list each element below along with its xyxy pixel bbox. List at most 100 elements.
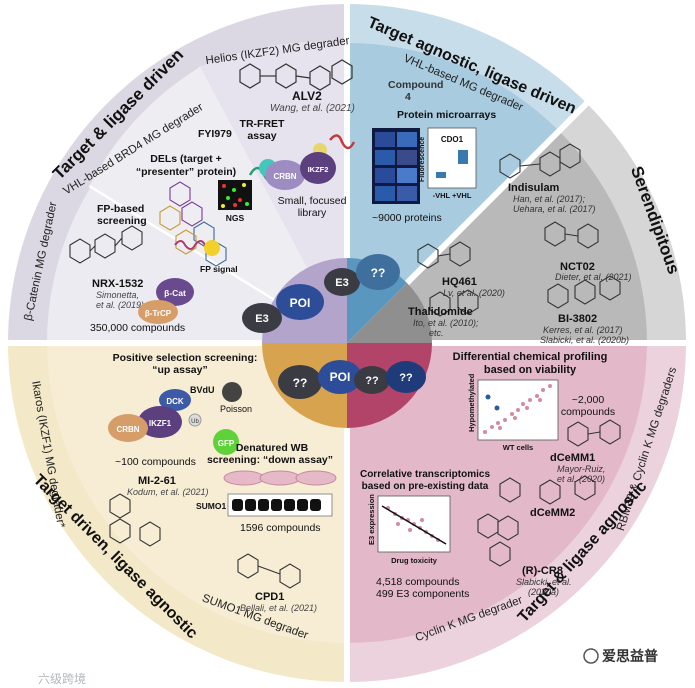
ub-label: Ub: [191, 419, 199, 425]
thalidomide-name: Thalidomide: [408, 306, 473, 318]
fp-signal-label: FP signal: [200, 264, 238, 274]
transcriptomics-line1: Correlative transcriptomics: [360, 469, 490, 480]
crbn-shape-ikaros: [108, 414, 148, 442]
dcemm1-structure: [567, 419, 621, 447]
fp-assay-line1: FP-based: [97, 203, 144, 215]
del-library-structures: [159, 181, 227, 267]
cpd1-cite: Bellali, et al. (2021): [240, 603, 317, 613]
helios-library-line1: Small, focused: [278, 195, 347, 207]
profiling-line1: Differential chemical profiling: [453, 351, 608, 363]
hub-poi-left: [276, 284, 324, 320]
btrcp-label: β-TrCP: [145, 309, 172, 318]
hub-unknown-br2-label: ??: [399, 372, 413, 384]
ngs-dots: [221, 183, 249, 208]
compound4-line2: 4: [405, 91, 411, 103]
nct02-cite: Dieter, et al. (2021): [555, 272, 632, 282]
transcriptomics-count-line1: 4,518 compounds: [376, 576, 459, 588]
cr8-cite2: (2020a): [528, 587, 559, 597]
hub-unknown-top: [356, 254, 400, 290]
fp-count: 350,000 compounds: [90, 322, 185, 334]
alv2-citation: Wang, et al. (2021): [270, 103, 355, 114]
outer-rim: [6, 2, 688, 684]
helios-library-line2: library: [298, 207, 327, 219]
cpd1-name: CPD1: [255, 591, 284, 603]
nrx-structure: [69, 225, 143, 264]
dels-line2: “presenter” protein): [136, 166, 236, 178]
alv2-structure: [239, 59, 353, 91]
bcat-shape: [156, 278, 194, 306]
sector-bottom-right: [347, 343, 647, 643]
hub-e3-right: [324, 268, 360, 296]
sumo1-blot-label: SUMO1: [196, 501, 227, 511]
hub-unknown-top-label: ??: [371, 266, 386, 280]
sector-right: [347, 131, 647, 343]
ikzf1-label: IKZF1: [149, 419, 172, 428]
indisulam-name: Indisulam: [508, 182, 560, 194]
hub-e3-left: [242, 303, 282, 333]
transcriptomics-ylabel: E3 expression: [367, 494, 376, 545]
mi261-structure: [109, 493, 161, 547]
fret-wave-red: [329, 134, 356, 150]
wechat-icon: [583, 648, 599, 664]
indisulam-structure: [499, 143, 581, 179]
transcriptomics-count-line2: 499 E3 components: [376, 588, 469, 600]
dcemm1-cite1: Mayor-Ruiz,: [557, 464, 605, 474]
ngs-label: NGS: [226, 213, 245, 223]
dels-line1: DELs (target +: [150, 153, 221, 165]
microarray-label: Protein microarrays: [397, 109, 496, 121]
dish-3: [295, 470, 337, 486]
hq461-name: HQ461: [442, 276, 477, 288]
helios-assay-line1: TR-FRET: [240, 118, 285, 130]
crbn-shape-helios: [265, 160, 305, 190]
mi261-cite: Kodum, et al. (2021): [127, 487, 209, 497]
fp-signal-dot: [204, 240, 220, 256]
transcriptomics-trendline: [381, 505, 447, 545]
wb-count: 1596 compounds: [240, 522, 321, 534]
watermark-left: 六级跨境: [38, 671, 86, 686]
wb-line1: Denatured WB: [236, 442, 309, 454]
dcemm1-name: dCeMM1: [550, 452, 595, 464]
blot-bands: [232, 499, 321, 511]
bi3802-cite1: Kerres, et al. (2017): [543, 325, 623, 335]
transcriptomics-xlabel: Drug toxicity: [391, 556, 438, 565]
hub-unknown-bl-label: ??: [293, 376, 308, 390]
indisulam-cite1: Han, et al. (2017);: [513, 194, 586, 204]
fp-wave: [174, 240, 206, 250]
gfp-glow: [213, 429, 239, 455]
compound4-line1: Compound: [388, 79, 443, 91]
profiling-count-line2: compounds: [561, 406, 615, 418]
cdo1-title: CDO1: [441, 135, 464, 144]
mi261-name: MI-2-61: [138, 475, 176, 487]
dcemm2-structure: [499, 475, 596, 505]
nct02-name: NCT02: [560, 261, 595, 273]
profiling-line2: based on viability: [484, 364, 577, 376]
ikzf1-shape: [138, 406, 182, 438]
viability-hit-2: [494, 405, 500, 411]
alv2-name: ALV2: [292, 89, 322, 103]
indisulam-cite2: Uehara, et al. (2017): [513, 204, 596, 214]
dck-shape: [159, 389, 191, 411]
transcriptomics-line2: based on pre-existing data: [362, 481, 489, 492]
hub-poi-bl-label: POI: [330, 370, 351, 384]
nct02-structure: [544, 221, 599, 249]
cdo1-xlabel: -VHL +VHL: [433, 191, 472, 200]
cdo1-box-minus: [436, 172, 446, 178]
bvdu-label: BVdU: [190, 385, 215, 395]
ikzf2-label: IKZF2: [308, 165, 329, 174]
hub-unknown-br1-label: ??: [365, 375, 379, 387]
nrx-name: NRX-1532: [92, 278, 143, 290]
hub-right: [347, 283, 432, 343]
cdo1-box-plus: [458, 150, 468, 164]
dish-1: [223, 470, 265, 486]
viability-points: [483, 384, 552, 434]
hq461-structure: [417, 241, 471, 269]
hub-unknown-bl: [278, 365, 322, 399]
bcat-label: β-Cat: [164, 288, 186, 298]
thalidomide-structure: [429, 289, 479, 317]
protein-count: ~9000 proteins: [372, 212, 442, 224]
thalidomide-cite1: Ito, et al. (2010);: [413, 318, 479, 328]
dcemm2-name: dCeMM2: [530, 507, 575, 519]
hub-unknown-br1: [354, 366, 390, 394]
crbn-label-helios: CRBN: [273, 172, 296, 181]
